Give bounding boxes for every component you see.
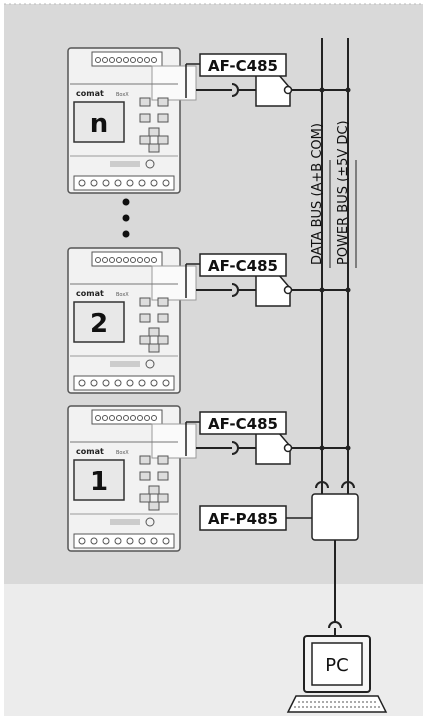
power-unit-box: [311, 493, 359, 541]
module-spec-block: [110, 361, 140, 367]
converter-port-icon: [283, 443, 293, 453]
module-brand: comat: [76, 447, 104, 456]
bottom-terminals: [78, 537, 170, 545]
top-terminals: [95, 257, 157, 263]
module-display: [73, 101, 125, 143]
ellipsis-dots: [122, 198, 130, 238]
module-model: BoxX: [116, 450, 129, 456]
power-bus-junction: [345, 287, 351, 293]
top-terminals: [95, 415, 157, 421]
module-2: comat BoxX 2 AF-C485: [67, 247, 351, 394]
data-bus-junction: [319, 87, 325, 93]
converter-label: AF-C485: [208, 257, 278, 275]
converter-connector-plate: [151, 65, 197, 101]
module-display: [73, 301, 125, 343]
module-brand: comat: [76, 289, 104, 298]
module-display-number: 2: [90, 309, 108, 339]
converter-label-box: [199, 253, 287, 277]
power-bus-label: POWER BUS (±5V DC): [336, 120, 351, 265]
top-terminal-block: [91, 251, 163, 267]
converter-port-icon: [283, 85, 293, 95]
power-bus-plug-icon: [341, 481, 355, 489]
module-keypad: [139, 455, 169, 511]
module-1: comat BoxX 1 AF-C485: [67, 405, 351, 552]
module-spec-block: [110, 519, 140, 525]
converter-connector-plate: [151, 423, 197, 459]
module-display: [73, 459, 125, 501]
data-bus-plug-icon: [315, 481, 329, 489]
ce-mark-icon: [145, 359, 155, 369]
converter-label: AF-C485: [208, 57, 278, 75]
module-model: BoxX: [116, 92, 129, 98]
power-unit-label: AF-P485: [208, 510, 278, 528]
module-keypad: [139, 297, 169, 353]
power-bus-junction: [345, 445, 351, 451]
module-keypad: [139, 97, 169, 153]
converter-connector-plate: [151, 265, 197, 301]
data-bus-junction: [319, 287, 325, 293]
power-unit-label-box: [199, 505, 287, 531]
top-terminals: [95, 57, 157, 63]
converter-label-box: [199, 411, 287, 435]
converter-label: AF-C485: [208, 415, 278, 433]
computer-icon: PC: [286, 635, 388, 713]
converter-port-icon: [283, 285, 293, 295]
bottom-terminals: [78, 179, 170, 187]
data-bus-junction: [319, 445, 325, 451]
data-bus-label: DATA BUS (A+B COM): [310, 123, 325, 265]
ce-mark-icon: [145, 159, 155, 169]
bottom-terminals: [78, 379, 170, 387]
pc-label: PC: [325, 655, 348, 676]
module-n: comat BoxX n AF-C485: [67, 47, 351, 194]
module-brand: comat: [76, 89, 104, 98]
pc-plug-icon: [328, 621, 342, 629]
module-model: BoxX: [116, 292, 129, 298]
converter-label-box: [199, 53, 287, 77]
power-bus-junction: [345, 87, 351, 93]
pc-screen: [311, 642, 363, 686]
bottom-terminal-block: [73, 533, 175, 549]
top-terminal-block: [91, 51, 163, 67]
bottom-terminal-block: [73, 175, 175, 191]
module-spec-block: [110, 161, 140, 167]
module-display-number: n: [90, 109, 109, 139]
module-display-number: 1: [90, 467, 108, 497]
ce-mark-icon: [145, 517, 155, 527]
bottom-terminal-block: [73, 375, 175, 391]
top-terminal-block: [91, 409, 163, 425]
pc-keyboard: [286, 695, 388, 713]
